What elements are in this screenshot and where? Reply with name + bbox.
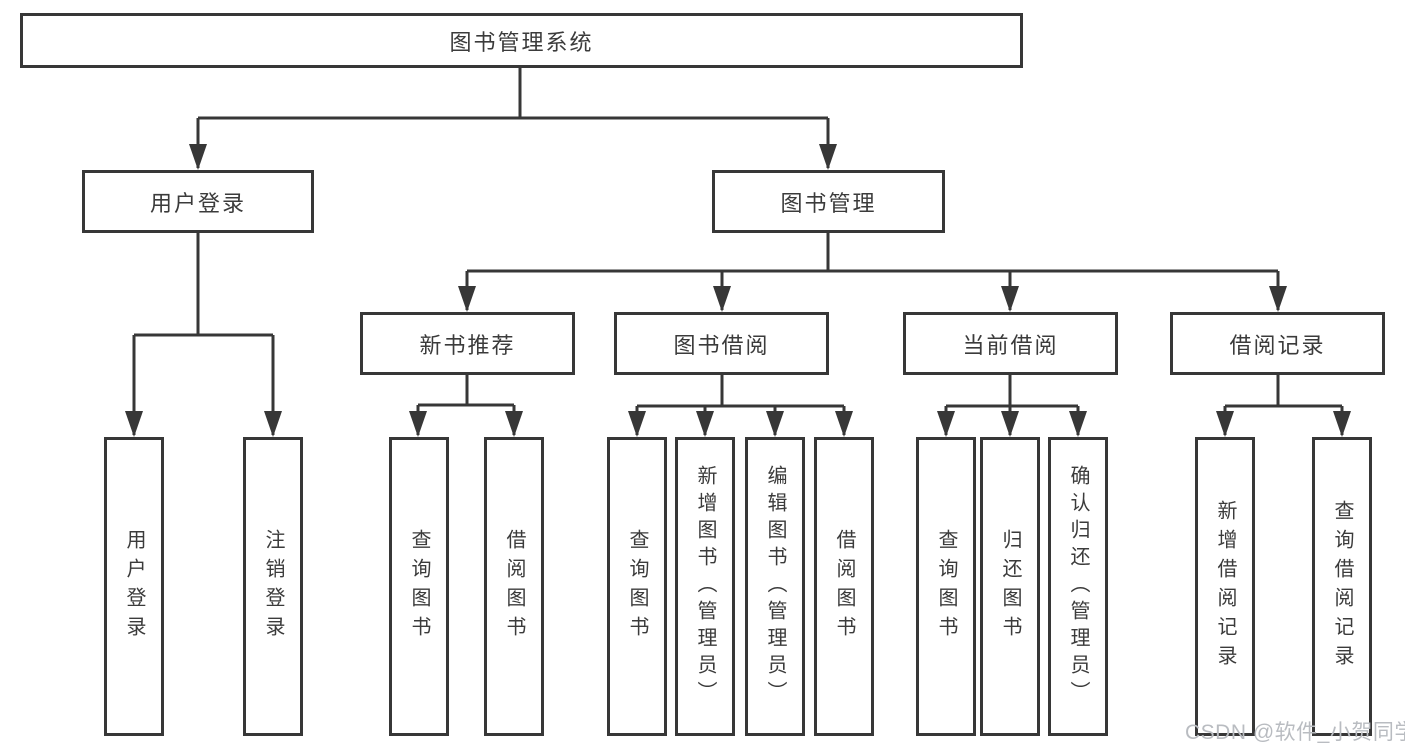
node-current-borrow: 当前借阅 (903, 312, 1118, 375)
node-book-management: 图书管理 (712, 170, 945, 233)
node-book-borrow: 图书借阅 (614, 312, 829, 375)
leaf-newbook-borrow-books: 借阅图书 (484, 437, 544, 736)
leaf-logout: 注销登录 (243, 437, 303, 736)
leaf-user-login: 用户登录 (104, 437, 164, 736)
leaf-borrow-query-books: 查询图书 (607, 437, 667, 736)
leaf-records-query-record: 查询借阅记录 (1312, 437, 1372, 736)
leaf-current-return-books: 归还图书 (980, 437, 1040, 736)
leaf-records-add-record: 新增借阅记录 (1195, 437, 1255, 736)
leaf-current-query-books: 查询图书 (916, 437, 976, 736)
connector (134, 68, 1342, 408)
csdn-watermark: CSDN @软件_小贺同学 (1185, 721, 1405, 744)
connector-elbows (134, 68, 1342, 408)
leaf-borrow-edit-books-admin: 编辑图书（管理员） (745, 437, 805, 736)
node-new-book-recommend: 新书推荐 (360, 312, 575, 375)
node-user-login: 用户登录 (82, 170, 314, 233)
arrow-connectors (125, 118, 1351, 437)
leaf-newbook-query-books: 查询图书 (389, 437, 449, 736)
node-borrow-records: 借阅记录 (1170, 312, 1385, 375)
leaf-borrow-borrow-books: 借阅图书 (814, 437, 874, 736)
leaf-borrow-add-books-admin: 新增图书（管理员） (675, 437, 735, 736)
node-book-management-system: 图书管理系统 (20, 13, 1023, 68)
leaf-current-confirm-return-admin: 确认归还（管理员） (1048, 437, 1108, 736)
